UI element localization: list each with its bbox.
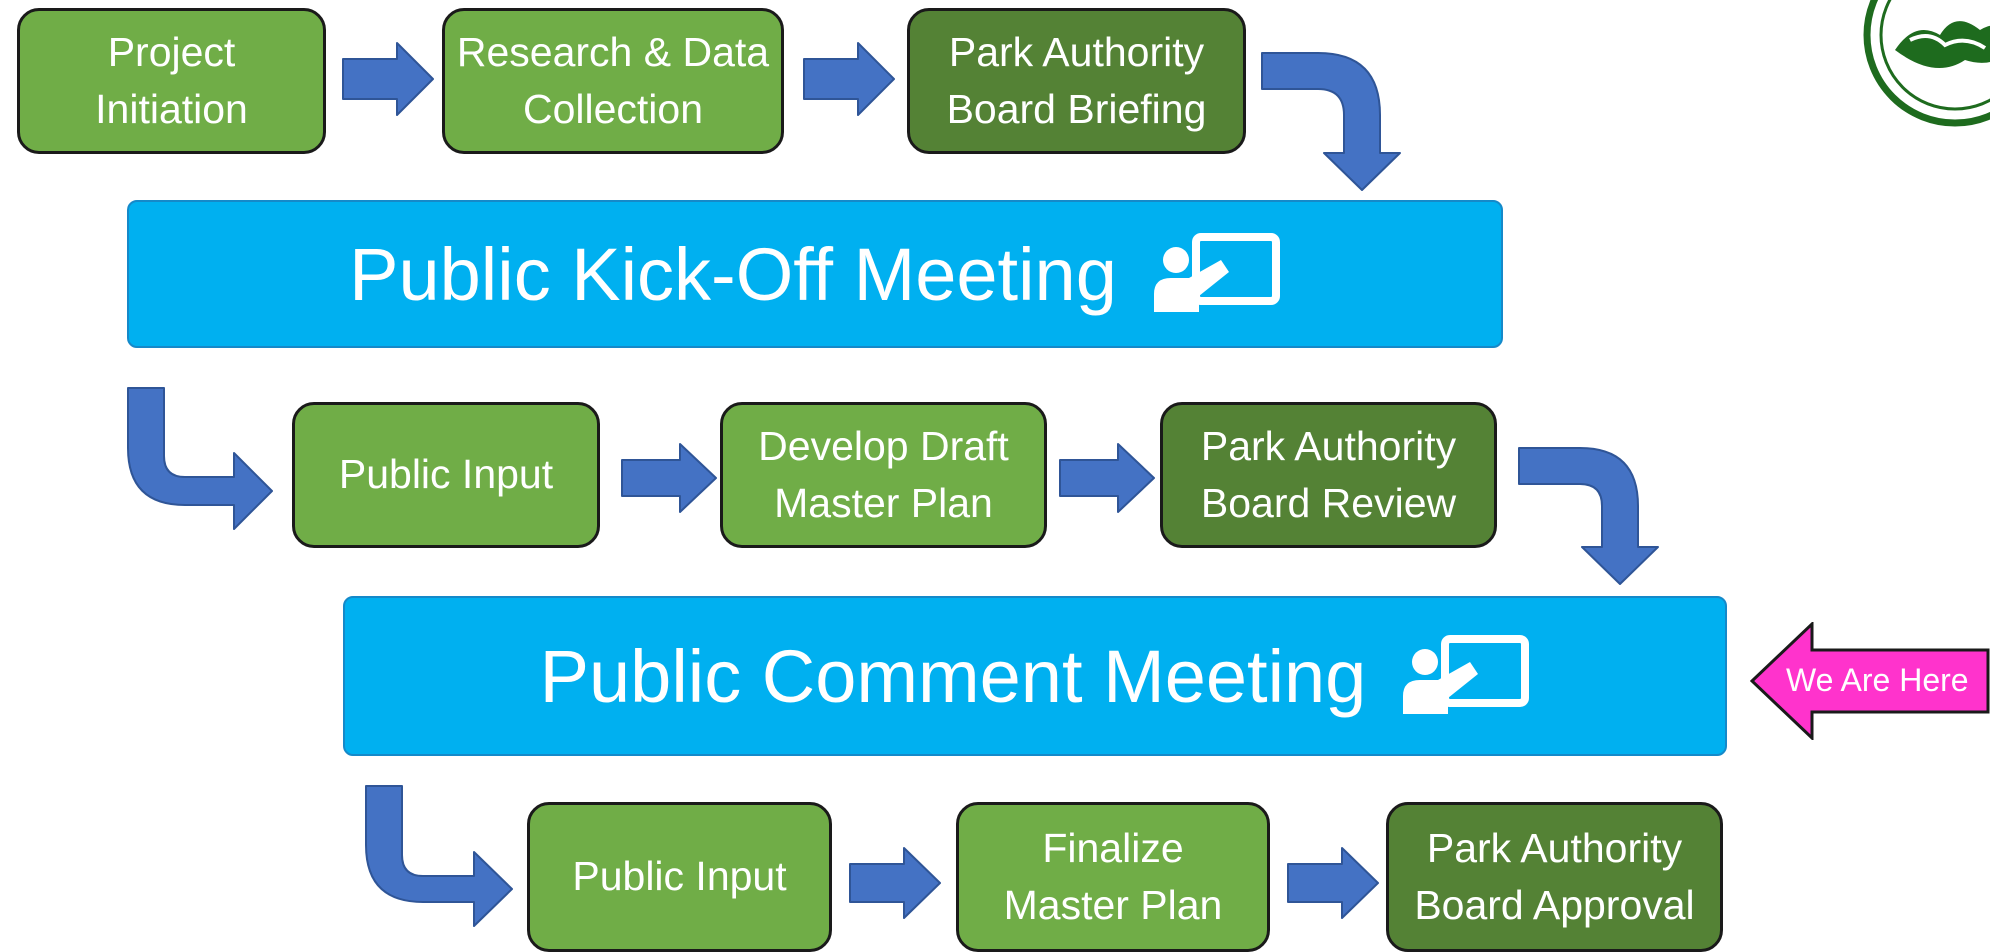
curved-down-arrow-icon [1261,52,1401,191]
meeting-title: Public Comment Meeting [539,634,1367,718]
step-label: Finalize Master Plan [1003,824,1223,928]
kickoff-meeting-banner: Public Kick-Off Meeting [127,200,1503,348]
step-board-approval: Park Authority Board Approval [1386,802,1723,952]
step-research-data-collection: Research & Data Collection [442,8,784,154]
step-label: Park Authority Board Review [1200,422,1457,526]
step-label: Public Input [572,853,787,900]
right-arrow-icon [1059,443,1155,513]
step-develop-draft-master-plan: Develop Draft Master Plan [720,402,1047,548]
we-are-here-arrow-icon [1750,622,1990,740]
curved-down-arrow-icon [1518,447,1659,585]
right-arrow-icon [621,443,717,513]
right-arrow-icon [342,42,434,116]
step-project-initiation: Project Initiation [17,8,326,154]
presentation-icon [1153,232,1280,312]
step-label: Develop Draft Master Plan [758,422,1009,526]
right-arrow-icon [803,42,895,116]
step-label: Park Authority Board Approval [1414,824,1695,928]
step-public-input-final: Public Input [527,802,832,952]
we-are-here-label: We Are Here [1786,662,1969,698]
right-arrow-icon [849,847,941,919]
seal-logo [1863,0,1990,127]
curved-right-arrow-icon [127,387,273,530]
step-label: Park Authority Board Briefing [946,28,1207,132]
curved-right-arrow-icon [365,785,513,927]
step-label: Research & Data Collection [456,28,770,132]
presentation-icon [1403,634,1530,714]
step-board-briefing: Park Authority Board Briefing [907,8,1246,154]
meeting-title: Public Kick-Off Meeting [349,232,1117,316]
right-arrow-icon [1287,847,1379,919]
comment-meeting-banner: Public Comment Meeting [343,596,1727,756]
step-board-review: Park Authority Board Review [1160,402,1497,548]
step-public-input: Public Input [292,402,600,548]
step-label: Public Input [338,451,554,498]
step-finalize-master-plan: Finalize Master Plan [956,802,1270,952]
step-label: Project Initiation [95,28,248,132]
